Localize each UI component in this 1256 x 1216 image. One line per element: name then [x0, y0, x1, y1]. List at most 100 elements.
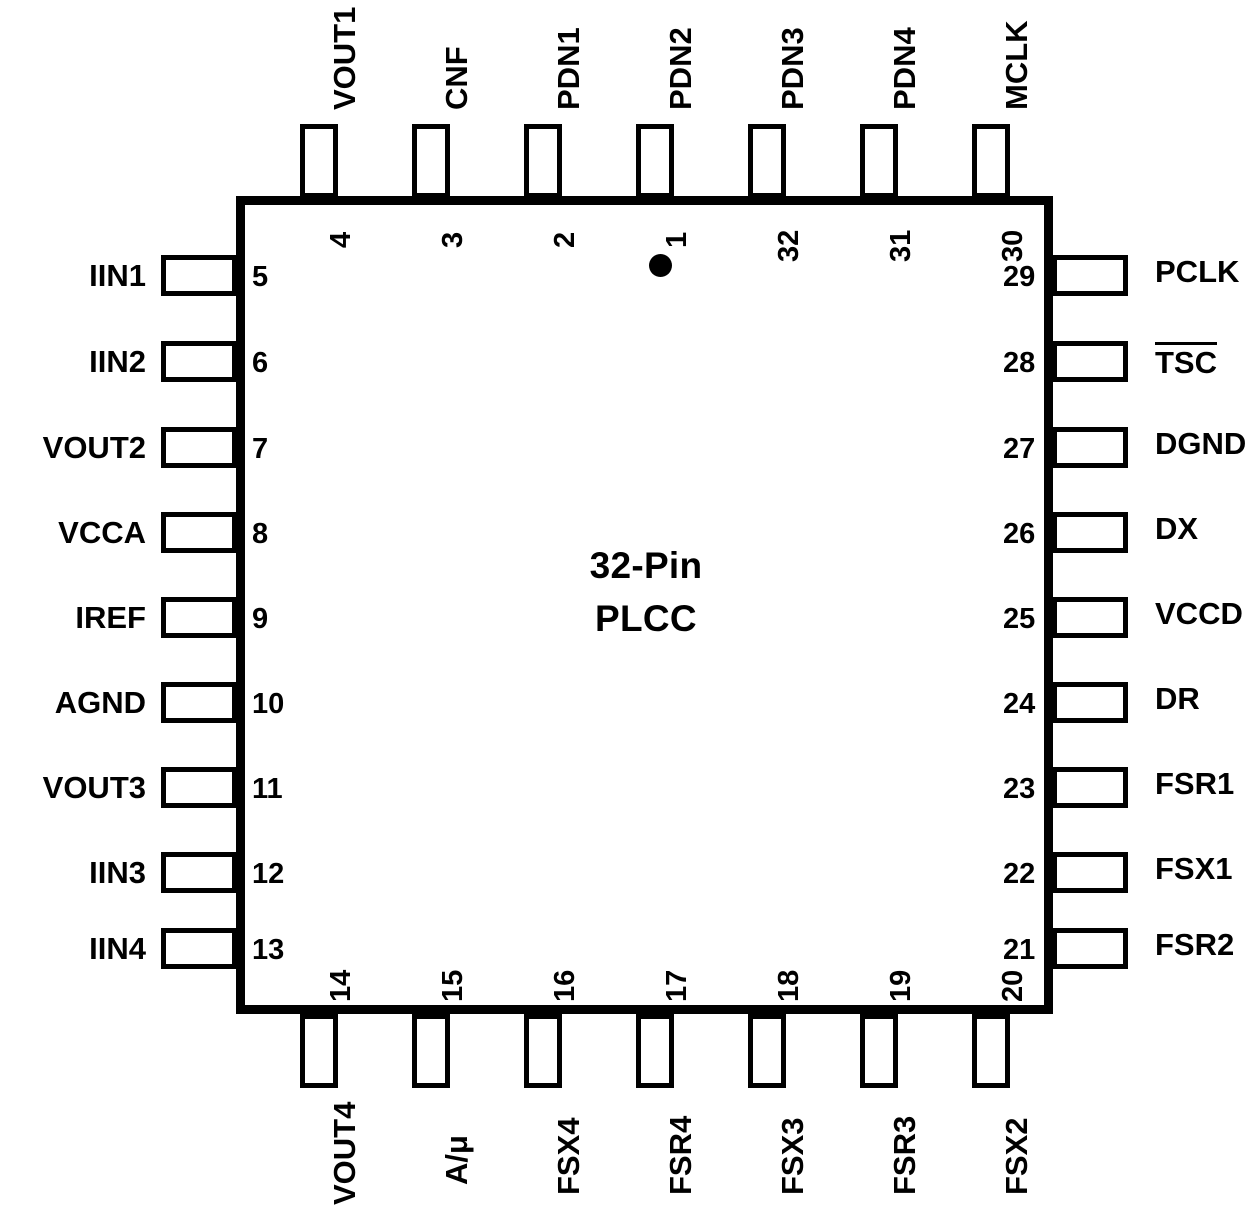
lead-bottom-1 — [300, 1014, 338, 1088]
pin-number-18: 18 — [773, 969, 805, 1002]
pin-label-fsx1: FSX1 — [1155, 851, 1233, 886]
pin-label-agnd: AGND — [54, 685, 146, 720]
lead-right-5 — [1052, 597, 1128, 638]
lead-right-4 — [1052, 512, 1128, 553]
pin-label-a-mu: A/μ — [439, 1135, 474, 1185]
pin-label-vout1: VOUT1 — [327, 6, 362, 110]
pin-number-7: 7 — [252, 433, 269, 465]
pin-number-4: 4 — [325, 231, 357, 248]
pin-number-3: 3 — [437, 231, 469, 248]
pin-number-32: 32 — [773, 229, 805, 262]
pin-number-8: 8 — [252, 518, 269, 550]
lead-top-7 — [972, 124, 1010, 198]
lead-left-5 — [161, 597, 237, 638]
pin-label-iin3: IIN3 — [89, 855, 146, 890]
pin-number-20: 20 — [997, 969, 1029, 1002]
pin-label-iref: IREF — [75, 600, 146, 635]
lead-top-5 — [748, 124, 786, 198]
package-caption-line1: 32-Pin — [589, 545, 703, 586]
pin-label-vout2: VOUT2 — [42, 430, 146, 465]
lead-bottom-5 — [748, 1014, 786, 1088]
lead-right-9 — [1052, 928, 1128, 969]
lead-right-1 — [1052, 255, 1128, 296]
lead-right-3 — [1052, 427, 1128, 468]
pin-number-12: 12 — [252, 858, 285, 890]
pin-number-25: 25 — [1003, 603, 1036, 635]
pin-label-vout4: VOUT4 — [327, 1101, 362, 1205]
pin-number-21: 21 — [1003, 934, 1036, 966]
pin-number-10: 10 — [252, 688, 285, 720]
lead-left-4 — [161, 512, 237, 553]
pin-label-iin1: IIN1 — [89, 258, 146, 293]
pin-label-dgnd: DGND — [1155, 426, 1247, 461]
pin-label-fsx3: FSX3 — [775, 1117, 810, 1195]
pin-number-27: 27 — [1003, 433, 1036, 465]
lead-top-1 — [300, 124, 338, 198]
pin-label-vcca: VCCA — [58, 515, 146, 550]
lead-left-1 — [161, 255, 237, 296]
pin-label-dx: DX — [1155, 511, 1199, 546]
lead-bottom-2 — [412, 1014, 450, 1088]
pin-label-iin4: IIN4 — [89, 931, 146, 966]
lead-left-3 — [161, 427, 237, 468]
pin-number-16: 16 — [549, 969, 581, 1002]
pin-label-pdn1: PDN1 — [551, 27, 586, 110]
lead-top-6 — [860, 124, 898, 198]
pin-label-dr: DR — [1155, 681, 1200, 716]
pin-label-iin2: IIN2 — [89, 344, 146, 379]
lead-left-2 — [161, 341, 237, 382]
pin-number-19: 19 — [885, 969, 917, 1002]
pin-label-pdn4: PDN4 — [887, 27, 922, 110]
lead-left-9 — [161, 928, 237, 969]
lead-left-6 — [161, 682, 237, 723]
pin-number-13: 13 — [252, 934, 285, 966]
lead-top-4 — [636, 124, 674, 198]
pin-label-vout3: VOUT3 — [42, 770, 146, 805]
pin-number-14: 14 — [325, 969, 357, 1002]
pin-number-11: 11 — [252, 773, 283, 805]
lead-right-2 — [1052, 341, 1128, 382]
pin-label-pdn2: PDN2 — [663, 27, 698, 110]
package-body-outline — [236, 196, 1053, 1014]
pin-number-26: 26 — [1003, 518, 1036, 550]
pin-label-pclk: PCLK — [1155, 254, 1240, 289]
package-caption: 32-Pin PLCC — [436, 540, 856, 645]
lead-right-8 — [1052, 852, 1128, 893]
pin-number-6: 6 — [252, 347, 269, 379]
pin-number-9: 9 — [252, 603, 269, 635]
pin-label-fsr2: FSR2 — [1155, 927, 1235, 962]
pin-number-28: 28 — [1003, 347, 1036, 379]
pin-number-30: 30 — [997, 229, 1029, 262]
pin-number-31: 31 — [885, 229, 917, 262]
lead-left-8 — [161, 852, 237, 893]
pin-number-2: 2 — [549, 231, 581, 248]
lead-top-3 — [524, 124, 562, 198]
lead-left-7 — [161, 767, 237, 808]
lead-right-7 — [1052, 767, 1128, 808]
lead-top-2 — [412, 124, 450, 198]
lead-bottom-7 — [972, 1014, 1010, 1088]
pin-number-22: 22 — [1003, 858, 1036, 890]
pin-label-tsc-overline: TSC — [1155, 342, 1217, 378]
pin-label-fsx4: FSX4 — [551, 1117, 586, 1195]
lead-bottom-6 — [860, 1014, 898, 1088]
pin-number-29: 29 — [1003, 261, 1036, 293]
pin-label-fsr4: FSR4 — [663, 1115, 698, 1195]
pin-number-15: 15 — [437, 969, 469, 1002]
pin-label-cnf: CNF — [439, 46, 474, 110]
pin-number-24: 24 — [1003, 688, 1036, 720]
pin-number-1: 1 — [661, 231, 693, 248]
pin-label-pdn3: PDN3 — [775, 27, 810, 110]
lead-right-6 — [1052, 682, 1128, 723]
pin-label-mclk: MCLK — [999, 20, 1034, 110]
pin-1-dot-icon — [649, 254, 672, 277]
pin-label-fsr3: FSR3 — [887, 1115, 922, 1195]
pin-number-5: 5 — [252, 261, 269, 293]
pin-label-fsx2: FSX2 — [999, 1117, 1034, 1195]
package-caption-line2: PLCC — [595, 597, 697, 639]
lead-bottom-4 — [636, 1014, 674, 1088]
pin-number-17: 17 — [661, 969, 693, 1002]
pin-label-vccd: VCCD — [1155, 596, 1243, 631]
lead-bottom-3 — [524, 1014, 562, 1088]
